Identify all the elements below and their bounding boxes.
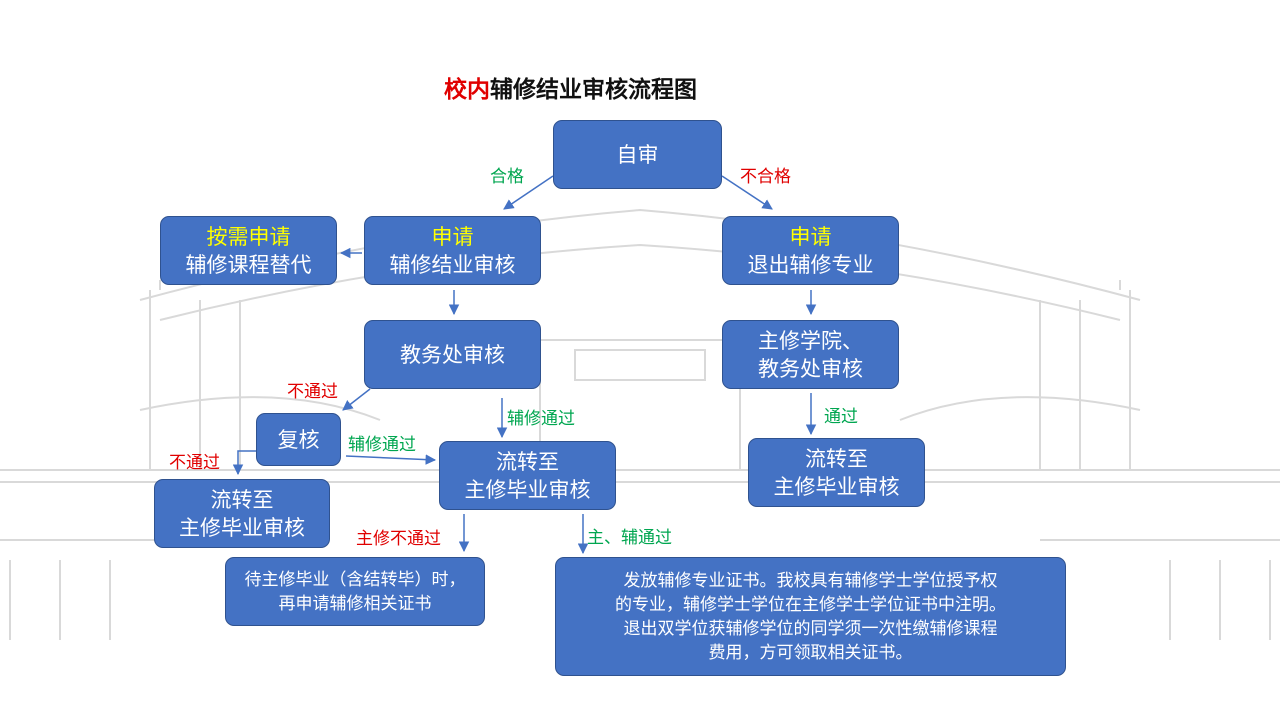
transfer-center-node: 流转至 主修毕业审核 bbox=[439, 441, 616, 510]
academic-review-node: 教务处审核 bbox=[364, 320, 541, 389]
recheck-label: 复核 bbox=[277, 427, 320, 452]
certificate-note-line1: 发放辅修专业证书。我校具有辅修学士学位授予权 bbox=[623, 570, 998, 591]
apply-completion-node: 申请 辅修结业审核 bbox=[364, 216, 541, 285]
college-review-node: 主修学院、 教务处审核 bbox=[722, 320, 899, 389]
apply-substitute-node: 按需申请 辅修课程替代 bbox=[160, 216, 337, 285]
title-rest: 辅修结业审核流程图 bbox=[490, 77, 697, 103]
transfer-right-line2: 主修毕业审核 bbox=[773, 474, 900, 499]
edge-label-major-not-passed: 主修不通过 bbox=[356, 529, 441, 549]
academic-review-label: 教务处审核 bbox=[400, 342, 505, 367]
apply-substitute-line1: 按需申请 bbox=[206, 224, 291, 249]
apply-withdraw-line1: 申请 bbox=[789, 224, 832, 249]
transfer-left-node: 流转至 主修毕业审核 bbox=[154, 479, 330, 548]
edge-label-qualified: 合格 bbox=[490, 167, 524, 187]
certificate-note-line3: 退出双学位获辅修学位的同学须一次性缴辅修课程 bbox=[623, 618, 998, 639]
transfer-right-line1: 流转至 bbox=[805, 446, 868, 471]
apply-completion-line1: 申请 bbox=[431, 224, 474, 249]
edge-label-minor-passed-2: 辅修通过 bbox=[348, 435, 416, 455]
self-review-node: 自审 bbox=[553, 120, 722, 189]
transfer-left-line1: 流转至 bbox=[210, 487, 274, 512]
self-review-label: 自审 bbox=[616, 142, 659, 167]
edge-label-unqualified: 不合格 bbox=[740, 167, 791, 187]
recheck-node: 复核 bbox=[256, 413, 341, 466]
apply-withdraw-node: 申请 退出辅修专业 bbox=[722, 216, 899, 285]
edge-label-both-passed: 主、辅通过 bbox=[587, 528, 672, 548]
apply-completion-line2: 辅修结业审核 bbox=[389, 252, 516, 277]
wait-note-line2: 再申请辅修相关证书 bbox=[278, 593, 432, 614]
edge-label-passed: 通过 bbox=[824, 407, 858, 427]
transfer-left-line2: 主修毕业审核 bbox=[179, 515, 305, 540]
apply-withdraw-line2: 退出辅修专业 bbox=[747, 252, 874, 277]
transfer-center-line1: 流转至 bbox=[496, 449, 559, 474]
transfer-center-line2: 主修毕业审核 bbox=[464, 477, 591, 502]
edge-label-not-passed-2: 不通过 bbox=[169, 453, 220, 473]
certificate-note-node: 发放辅修专业证书。我校具有辅修学士学位授予权 的专业，辅修学士学位在主修学士学位… bbox=[555, 557, 1066, 676]
certificate-note-line2: 的专业，辅修学士学位在主修学士学位证书中注明。 bbox=[615, 594, 1006, 615]
college-review-line2: 教务处审核 bbox=[758, 356, 863, 381]
certificate-note-line4: 费用，方可领取相关证书。 bbox=[708, 642, 913, 663]
diagram-title: 校内辅修结业审核流程图 bbox=[444, 70, 697, 104]
wait-note-line1: 待主修毕业（含结转毕）时， bbox=[244, 569, 466, 590]
wait-note-node: 待主修毕业（含结转毕）时， 再申请辅修相关证书 bbox=[225, 557, 485, 626]
edge-label-minor-passed-1: 辅修通过 bbox=[507, 409, 575, 429]
college-review-line1: 主修学院、 bbox=[758, 328, 863, 353]
apply-substitute-line2: 辅修课程替代 bbox=[185, 252, 312, 277]
title-highlight: 校内 bbox=[444, 77, 490, 103]
transfer-right-node: 流转至 主修毕业审核 bbox=[748, 438, 925, 507]
edge-label-not-passed-1: 不通过 bbox=[287, 382, 338, 402]
